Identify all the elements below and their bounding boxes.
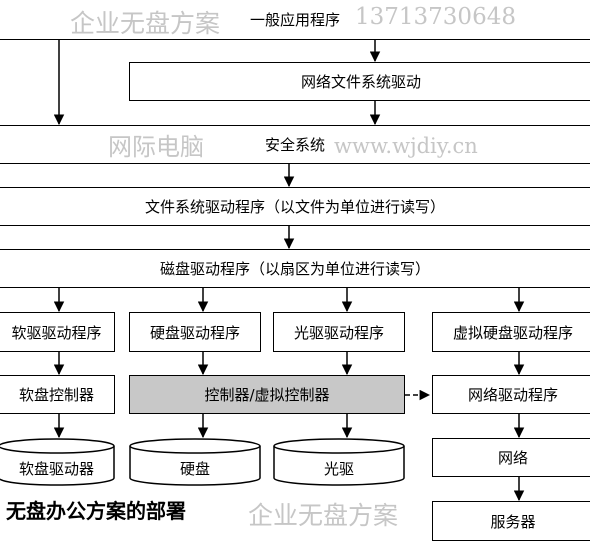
hard-disk-label: 硬盘 (179, 460, 210, 478)
optical-drive-cylinder-shape (273, 438, 405, 486)
floppy-drive-cylinder: 软盘驱动器 (0, 438, 115, 486)
diagram-caption: 无盘办公方案的部署 (6, 499, 186, 523)
optical-drive-cylinder: 光驱 (273, 438, 405, 486)
watermark-phone: 13713730648 (355, 4, 516, 30)
watermark-company-top: 企业无盘方案 (70, 9, 221, 38)
floppy-driver-label: 软驱驱动程序 (11, 323, 102, 342)
floppy-drive-label: 软盘驱动器 (18, 460, 94, 478)
watermark-netcafe: 网际电脑 (108, 133, 204, 161)
network-box: 网络 (432, 438, 590, 477)
floppy-controller-box: 软盘控制器 (0, 375, 115, 414)
network-driver-box: 网络驱动程序 (432, 375, 590, 414)
virtual-controller-box: 控制器/虚拟控制器 (129, 375, 405, 414)
optical-driver-box: 光驱驱动程序 (273, 312, 405, 352)
virtual-hdd-driver-box: 虚拟硬盘驱动程序 (432, 312, 590, 352)
server-box: 服务器 (432, 501, 590, 541)
hard-disk-cylinder: 硬盘 (129, 438, 261, 486)
optical-drive-label: 光驱 (323, 460, 354, 478)
optical-driver-label: 光驱驱动程序 (293, 323, 384, 342)
watermark-company-bottom: 企业无盘方案 (248, 501, 399, 530)
floppy-controller-label: 软盘控制器 (18, 386, 94, 404)
network-driver-label: 网络驱动程序 (467, 386, 558, 404)
general-application-label: 一般应用程序 (249, 10, 340, 29)
network-file-system-driver-label: 网络文件系统驱动 (300, 73, 421, 91)
virtual-controller-label: 控制器/虚拟控制器 (204, 386, 330, 404)
server-label: 服务器 (490, 512, 536, 531)
disk-driver-label: 磁盘驱动程序（以扇区为单位进行读写） (159, 260, 430, 278)
file-system-driver-layer: 文件系统驱动程序（以文件为单位进行读写） (0, 187, 590, 226)
security-system-label: 安全系统 (264, 136, 325, 154)
disk-driver-layer: 磁盘驱动程序（以扇区为单位进行读写） (0, 249, 590, 288)
general-application-layer: 一般应用程序 (0, 0, 590, 40)
floppy-driver-box: 软驱驱动程序 (0, 312, 115, 352)
network-file-system-driver-box: 网络文件系统驱动 (129, 62, 590, 101)
hdd-driver-label: 硬盘驱动程序 (149, 323, 240, 342)
network-label: 网络 (497, 449, 528, 467)
hdd-driver-box: 硬盘驱动程序 (129, 312, 261, 352)
virtual-hdd-driver-label: 虚拟硬盘驱动程序 (452, 323, 573, 342)
floppy-drive-cylinder-shape (0, 438, 115, 486)
file-system-driver-label: 文件系统驱动程序（以文件为单位进行读写） (144, 198, 445, 216)
hard-disk-cylinder-shape (129, 438, 261, 486)
security-system-layer: 安全系统 (0, 125, 590, 164)
watermark-website: www.wjdiy.cn (334, 134, 478, 158)
